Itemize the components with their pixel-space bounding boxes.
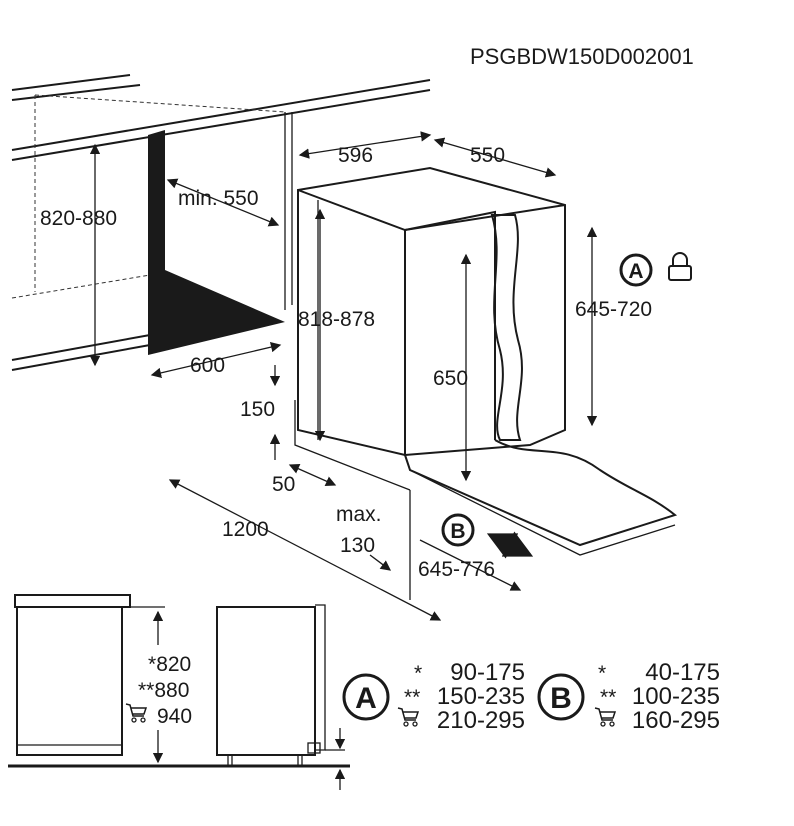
height-940: 940 (157, 705, 192, 728)
svg-text:150-235: 150-235 (437, 683, 525, 710)
cabinet-niche (11, 74, 431, 378)
svg-text:**: ** (600, 686, 616, 709)
door-adjust-label: 645-720 (575, 298, 652, 321)
door-open-label: 645-776 (418, 558, 495, 581)
marker-b-top: B (441, 513, 475, 547)
svg-text:*: * (598, 662, 606, 685)
niche-width-label: 600 (190, 354, 225, 377)
cart-icon (594, 707, 616, 727)
svg-text:B: B (450, 520, 465, 543)
appliance-width-label: 596 (338, 144, 373, 167)
svg-text:*: * (414, 662, 422, 685)
svg-text:40-175: 40-175 (645, 659, 720, 686)
svg-text:100-235: 100-235 (632, 683, 720, 710)
plinth-height-label: 150 (240, 398, 275, 421)
svg-text:**: ** (404, 686, 420, 709)
lock-icon (668, 252, 692, 281)
model-code: PSGBDW150D002001 (470, 44, 694, 69)
svg-text:B: B (550, 682, 572, 715)
dishwasher-body (168, 131, 678, 621)
appliance-height-label: 818-878 (298, 308, 375, 331)
side-view-integrated (216, 604, 346, 790)
cart-icon (397, 707, 419, 727)
max-value-label: 130 (340, 534, 375, 557)
plinth-depth-label: 50 (272, 473, 295, 496)
svg-text:210-295: 210-295 (437, 707, 525, 734)
legend-b: B * 40-175 ** 100-235 160-295 (537, 659, 720, 734)
height-880: **880 (138, 679, 189, 702)
appliance-depth-label: 550 (470, 144, 505, 167)
height-820: *820 (148, 653, 191, 676)
svg-text:90-175: 90-175 (450, 659, 525, 686)
open-depth-label: 1200 (222, 518, 269, 541)
niche-height-label: 820-880 (40, 207, 117, 230)
door-height-label: 650 (433, 367, 468, 390)
svg-text:A: A (628, 260, 643, 283)
min-depth-label: min. 550 (178, 187, 259, 210)
svg-text:A: A (355, 682, 377, 715)
cart-icon (125, 703, 147, 723)
svg-text:160-295: 160-295 (632, 707, 720, 734)
max-label: max. (336, 503, 382, 526)
side-view-freestanding (8, 594, 350, 768)
marker-a-top: A (619, 253, 653, 287)
legend-a: A * 90-175 ** 150-235 210-295 (342, 659, 525, 734)
